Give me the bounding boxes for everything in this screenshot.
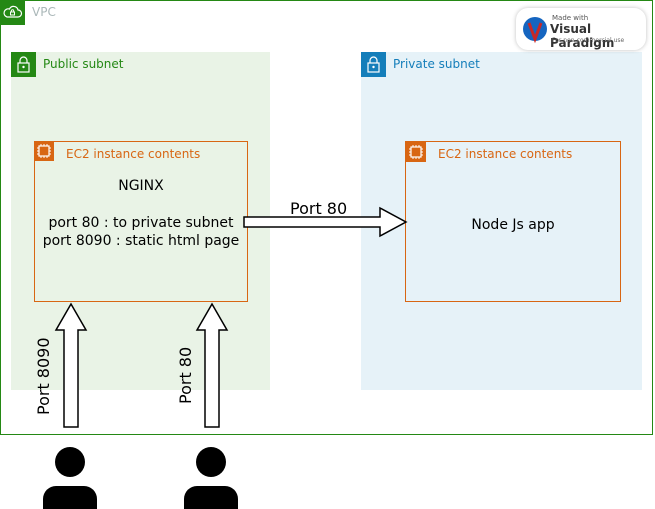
user2-icon	[184, 447, 238, 509]
public-subnet	[11, 52, 270, 390]
public-subnet-label: Public subnet	[43, 57, 124, 71]
port80-user-arrow-label: Port 80	[176, 346, 195, 404]
port8090-arrow-label: Port 8090	[34, 337, 53, 415]
vpc-label: VPC	[32, 5, 56, 19]
visual-paradigm-logo-icon	[523, 17, 547, 44]
ec2-private-label: EC2 instance contents	[438, 147, 573, 161]
private-subnet-padlock-icon	[361, 52, 386, 77]
badge-brand: Visual Paradigm	[550, 22, 615, 50]
arrow-user1-up	[54, 302, 88, 428]
nginx-port80-line: port 80 : to private subnet	[48, 215, 234, 231]
private-subnet	[361, 52, 642, 390]
public-subnet-padlock-icon	[11, 52, 36, 77]
arrow-to-private-subnet	[243, 206, 408, 238]
private-subnet-label: Private subnet	[393, 57, 480, 71]
badge-subtext: For non-commercial use	[552, 37, 625, 44]
ec2-private-chip-icon	[406, 142, 426, 162]
user1-icon	[43, 447, 97, 509]
arrow-user2-up	[195, 302, 229, 428]
ec2-public-label: EC2 instance contents	[66, 147, 201, 161]
vpc-cloud-icon	[0, 0, 25, 25]
nginx-title: NGINX	[118, 178, 164, 194]
ec2-public-chip-icon	[34, 141, 54, 161]
vpc-container	[0, 0, 653, 435]
node-js-app-label: Node Js app	[471, 217, 555, 233]
port80-arrow-label: Port 80	[290, 199, 348, 218]
badge-made-with: Made with	[552, 14, 589, 22]
nginx-port8090-line: port 8090 : static html page	[42, 233, 240, 249]
